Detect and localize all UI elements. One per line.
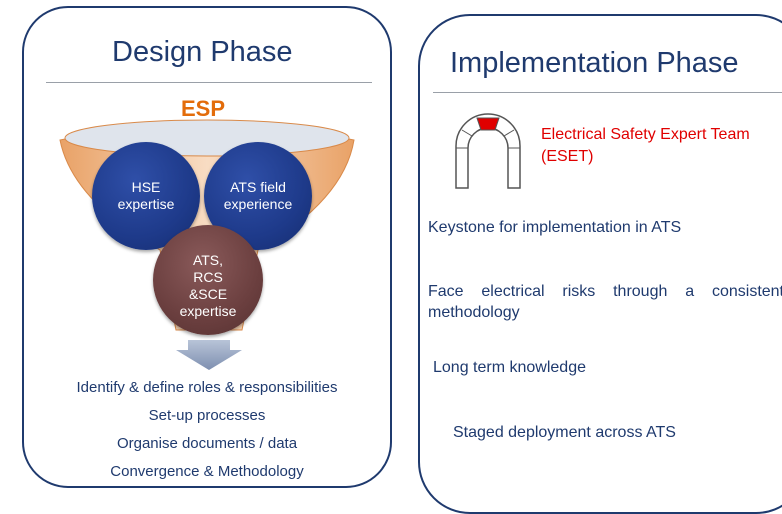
eset-label: Electrical Safety Expert Team (ESET) bbox=[541, 126, 750, 165]
ats-rcs-sce-expertise-circle: ATS, RCS &SCE expertise bbox=[153, 225, 263, 335]
hse-expertise-label: HSE expertise bbox=[117, 179, 175, 212]
design-item-convergence: Convergence & Methodology bbox=[110, 463, 304, 480]
arch-keystone-icon bbox=[455, 113, 521, 189]
design-item-processes: Set-up processes bbox=[148, 407, 266, 424]
design-item-roles: Identify & define roles & responsibiliti… bbox=[76, 379, 338, 396]
design-title-divider bbox=[46, 82, 372, 83]
impl-item-keystone: Keystone for implementation in ATS bbox=[428, 219, 682, 236]
ats-field-experience-label: ATS field experience bbox=[223, 179, 293, 212]
ats-field-experience-circle: ATS field experience bbox=[204, 142, 312, 250]
impl-item-face-risks: Face electrical risks through a consiste… bbox=[428, 283, 782, 321]
ats-rcs-sce-expertise-label: ATS, RCS &SCE expertise bbox=[179, 252, 237, 319]
implementation-phase-panel bbox=[418, 14, 782, 514]
down-arrow-icon bbox=[176, 340, 242, 370]
design-item-documents: Organise documents / data bbox=[116, 435, 298, 452]
implementation-phase-title: Implementation Phase bbox=[450, 47, 739, 79]
impl-item-staged-deployment: Staged deployment across ATS bbox=[453, 424, 676, 441]
funnel-top-ellipse bbox=[64, 119, 350, 157]
esp-label: ESP bbox=[181, 96, 226, 121]
design-phase-title: Design Phase bbox=[112, 36, 293, 68]
impl-item-long-term: Long term knowledge bbox=[433, 359, 586, 376]
implementation-title-divider bbox=[433, 92, 782, 93]
